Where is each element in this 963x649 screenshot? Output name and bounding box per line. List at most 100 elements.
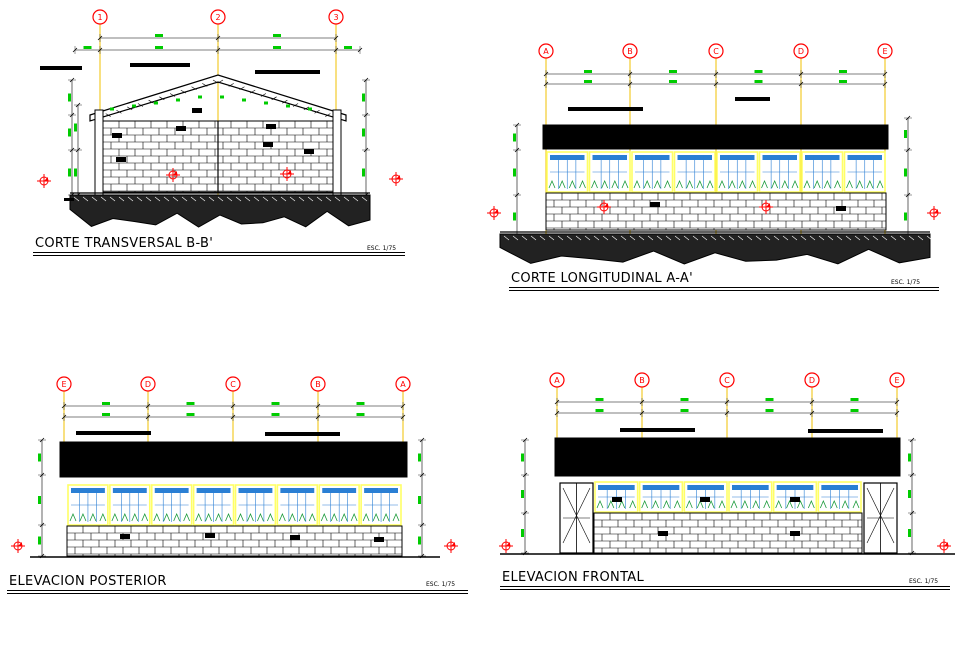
ground-hatch <box>881 235 888 241</box>
axis-bubble <box>549 372 565 388</box>
window-plant <box>763 499 771 509</box>
truss-web <box>271 96 277 101</box>
ground-hatch <box>665 235 672 241</box>
ground-hatch <box>163 196 170 202</box>
roof-beam <box>542 124 889 150</box>
dimension-value <box>155 34 163 37</box>
ground-hatch <box>73 196 80 202</box>
window-plant <box>629 499 637 509</box>
ground-hatch <box>782 235 789 241</box>
window-plant <box>673 499 681 509</box>
ground-hatch <box>611 235 618 241</box>
wall-outline <box>66 525 403 557</box>
window-plant <box>643 179 651 189</box>
ground-fill <box>499 233 933 265</box>
title-underline <box>7 590 468 591</box>
window-plant <box>741 499 749 509</box>
truss-web <box>169 93 176 97</box>
dimension-line <box>554 398 900 406</box>
ground-hatch <box>773 235 780 241</box>
ground-hatch <box>190 196 197 202</box>
ground-hatch <box>791 235 798 241</box>
ground-hatch <box>710 235 717 241</box>
annotation-note <box>192 108 202 113</box>
roof-beam <box>554 437 901 477</box>
dimension-line <box>521 437 529 556</box>
dimension-value <box>904 168 907 177</box>
ground-hatch <box>719 235 726 241</box>
ground-hatch <box>701 235 708 241</box>
window-plant <box>205 512 212 522</box>
ground-hatch <box>926 235 933 241</box>
window-plant <box>392 512 400 522</box>
dimension-value <box>273 46 281 49</box>
axis-label: B <box>639 376 645 385</box>
truss-web <box>137 103 144 107</box>
ground-hatch <box>253 196 260 202</box>
ground-hatch <box>764 235 771 241</box>
dimension-value <box>850 398 859 401</box>
dimension-value <box>765 409 774 412</box>
dimension-value <box>271 413 280 416</box>
title-corte-transversal: CORTE TRANSVERSAL B-B' <box>35 236 214 251</box>
ground-hatch <box>674 235 681 241</box>
annotation-note <box>120 534 130 539</box>
dimension-line <box>61 402 406 410</box>
window-plant <box>611 179 619 189</box>
door-brace <box>562 487 591 544</box>
wall-outline <box>545 192 887 231</box>
dimension-value <box>186 402 195 405</box>
dimension-value <box>68 168 71 177</box>
window-plant <box>797 499 804 509</box>
level-marker <box>166 168 180 182</box>
dimension-value <box>680 409 689 412</box>
window-plant <box>866 179 874 189</box>
axis-bubble <box>634 372 650 388</box>
truss-web <box>116 110 122 114</box>
window-plant <box>69 512 77 522</box>
annotation-note <box>790 531 800 536</box>
dimension-value <box>595 409 604 412</box>
scale-elevacion-posterior: ESC. 1/75 <box>426 581 456 588</box>
annotation-label <box>568 107 643 111</box>
level-marker <box>11 539 25 553</box>
dimension-value <box>839 70 847 73</box>
truss-web <box>292 103 299 107</box>
annotation-note <box>650 202 660 207</box>
axis-label: A <box>400 380 406 389</box>
level-marker <box>597 200 611 214</box>
window-plant <box>163 512 171 522</box>
ground-hatch <box>692 235 699 241</box>
ground-hatch <box>836 235 843 241</box>
title-corte-longitudinal: CORTE LONGITUDINAL A-A' <box>511 271 693 286</box>
truss-web <box>202 83 208 87</box>
window-plant <box>340 512 348 522</box>
roof-dimension <box>220 95 224 99</box>
ground-hatch <box>316 196 323 202</box>
window-plant <box>781 179 789 189</box>
dimension-value <box>669 70 677 73</box>
dimension-line <box>74 102 82 198</box>
window-plant <box>591 179 598 189</box>
window-plant <box>279 512 286 522</box>
window-plant <box>663 499 670 509</box>
truss-web <box>325 113 331 117</box>
annotation-label <box>735 97 770 101</box>
axis-label: C <box>230 380 236 389</box>
roof-dimension <box>242 98 246 102</box>
column-right <box>332 109 342 196</box>
dimension-value <box>908 453 911 462</box>
door <box>559 482 594 554</box>
dimension-line <box>908 437 916 556</box>
ground-hatch <box>818 235 825 241</box>
window-plant <box>288 512 296 522</box>
wall-outline <box>593 512 863 554</box>
dimension-value <box>344 46 352 49</box>
axis-bubble <box>225 376 241 392</box>
level-marker <box>280 167 294 181</box>
door <box>863 482 898 554</box>
title-elevacion-posterior: ELEVACION POSTERIOR <box>9 574 167 589</box>
dimension-value <box>521 490 524 498</box>
annotation-note <box>790 497 800 502</box>
dimension-value <box>418 453 421 462</box>
